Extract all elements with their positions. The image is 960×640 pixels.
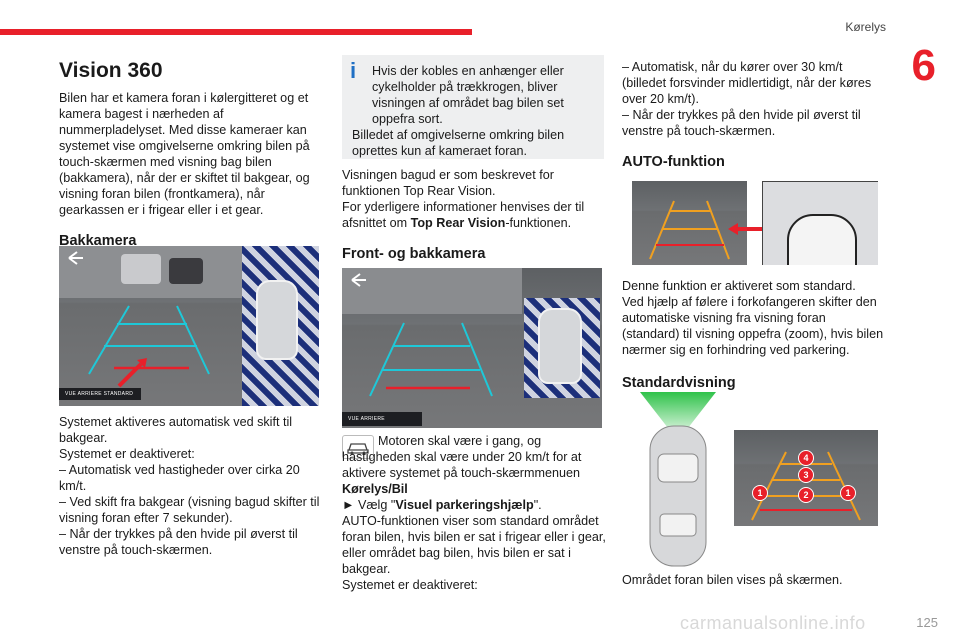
balloon-1-left: 1 bbox=[752, 485, 768, 501]
select-instruction: ► Vælg "Visuel parkeringshjælp". bbox=[342, 497, 606, 513]
page-number: 125 bbox=[916, 615, 938, 630]
screen-view-label-2: VUE ARRIERE STANDARD bbox=[342, 412, 422, 426]
watermark: carmanualsonline.info bbox=[680, 613, 866, 633]
header-red-bar bbox=[0, 29, 472, 35]
auto-zoom-view bbox=[762, 181, 878, 265]
balloon-4: 4 bbox=[798, 450, 814, 466]
standard-view-heading: Standardvisning bbox=[622, 375, 736, 391]
info-trailer-text: Hvis der kobles en anhænger eller cykelh… bbox=[372, 64, 564, 126]
column-2-lower: Motoren skal være i gang, og hastigheden… bbox=[342, 433, 606, 593]
column-3-standard: Området foran bilen vises på skærmen. bbox=[622, 572, 886, 588]
deactivated-item-speed: – Automatisk ved hastigheder over cirka … bbox=[59, 463, 300, 493]
balloon-2: 2 bbox=[798, 487, 814, 503]
car-top-view bbox=[256, 280, 298, 360]
deactivated-label: Systemet er deaktiveret: bbox=[59, 447, 195, 461]
front-rear-camera-figure: VUE ARRIERE STANDARD bbox=[342, 268, 602, 428]
page-title: Vision 360 bbox=[59, 59, 163, 82]
top-rear-vision-paragraph: Visningen bagud er som beskrevet for fun… bbox=[342, 168, 554, 198]
deactivated-item-gear: – Ved skift fra bakgear (visning bagud s… bbox=[59, 495, 320, 525]
activation-paragraph: Systemet aktiveres automatisk ved skift … bbox=[59, 415, 293, 445]
select-option: Visuel parkeringshjælp bbox=[395, 498, 534, 512]
info-box: i Hvis der kobles en anhænger eller cyke… bbox=[342, 55, 604, 159]
auto-front-view bbox=[632, 181, 747, 265]
bakkamera-heading: Bakkamera bbox=[59, 233, 137, 249]
select-prefix: ► Vælg " bbox=[342, 498, 396, 512]
menu-path: Kørelys/Bil bbox=[342, 482, 408, 496]
intro-paragraph: Bilen har et kamera foran i kølergittere… bbox=[59, 91, 310, 217]
car-menu-icon bbox=[342, 435, 374, 459]
auto-function-paragraph: AUTO-funktionen viser som standard områd… bbox=[342, 514, 606, 576]
chapter-number: 6 bbox=[911, 41, 936, 90]
see-also-suffix: -funktionen. bbox=[505, 216, 572, 230]
front-rear-camera-screen bbox=[342, 268, 522, 397]
balloon-1-right: 1 bbox=[840, 485, 856, 501]
car-icon bbox=[347, 443, 369, 455]
deactivated-label-2: Systemet er deaktiveret: bbox=[342, 578, 478, 592]
column-3-auto: Denne funktion er aktiveret som standard… bbox=[622, 278, 886, 392]
auto-function-figure bbox=[632, 181, 878, 265]
auto-default-paragraph: Denne funktion er aktiveret som standard… bbox=[622, 279, 856, 293]
standard-view-car-diagram bbox=[640, 392, 716, 567]
column-3: – Automatisk, når du kører over 30 km/t … bbox=[622, 59, 886, 171]
auto-sensor-paragraph: Ved hjælp af følere i forkofangeren skif… bbox=[622, 295, 884, 357]
see-also-bold: Top Rear Vision bbox=[410, 216, 506, 230]
column-1: Vision 360 Bilen har et kamera foran i k… bbox=[59, 58, 324, 250]
car-zoom-view bbox=[787, 214, 857, 265]
deactivated-item-speed-2: – Automatisk, når du kører over 30 km/t … bbox=[622, 60, 872, 106]
car-top-view-2 bbox=[538, 308, 582, 384]
auto-front-view-guides bbox=[649, 200, 730, 260]
deactivated-item-arrow-2: – Når der trykkes på den hvide pil øvers… bbox=[622, 108, 861, 138]
engine-requirement-paragraph: Motoren skal være i gang, og hastigheden… bbox=[342, 433, 606, 497]
deactivated-item-arrow: – Når der trykkes på den hvide pil øvers… bbox=[59, 527, 298, 557]
see-also-paragraph: For yderligere informationer henvises de… bbox=[342, 199, 606, 231]
see-also-text: For yderligere informationer henvises de… bbox=[342, 200, 585, 230]
info-icon: i bbox=[350, 58, 357, 83]
section-title: Kørelys bbox=[845, 20, 886, 34]
screen-view-label: VUE ARRIERE STANDARD bbox=[59, 388, 141, 400]
standard-view-figure: 4 3 2 1 1 bbox=[622, 392, 878, 568]
balloon-3: 3 bbox=[798, 467, 814, 483]
rear-camera-screen bbox=[59, 246, 242, 388]
auto-function-heading: AUTO-funktion bbox=[622, 154, 725, 170]
info-front-camera-text: Billedet af omgivelserne omkring bilen o… bbox=[352, 128, 565, 158]
rear-camera-figure: VUE ARRIERE STANDARD bbox=[59, 246, 319, 406]
front-rear-camera-heading: Front- og bakkamera bbox=[342, 246, 486, 262]
column-2: Visningen bagud er som beskrevet for fun… bbox=[342, 167, 606, 263]
engine-requirement-text: Motoren skal være i gang, og hastigheden… bbox=[342, 434, 582, 480]
standard-view-paragraph: Området foran bilen vises på skærmen. bbox=[622, 573, 843, 587]
column-1-lower: Systemet aktiveres automatisk ved skift … bbox=[59, 414, 324, 558]
select-suffix: ". bbox=[533, 498, 542, 512]
